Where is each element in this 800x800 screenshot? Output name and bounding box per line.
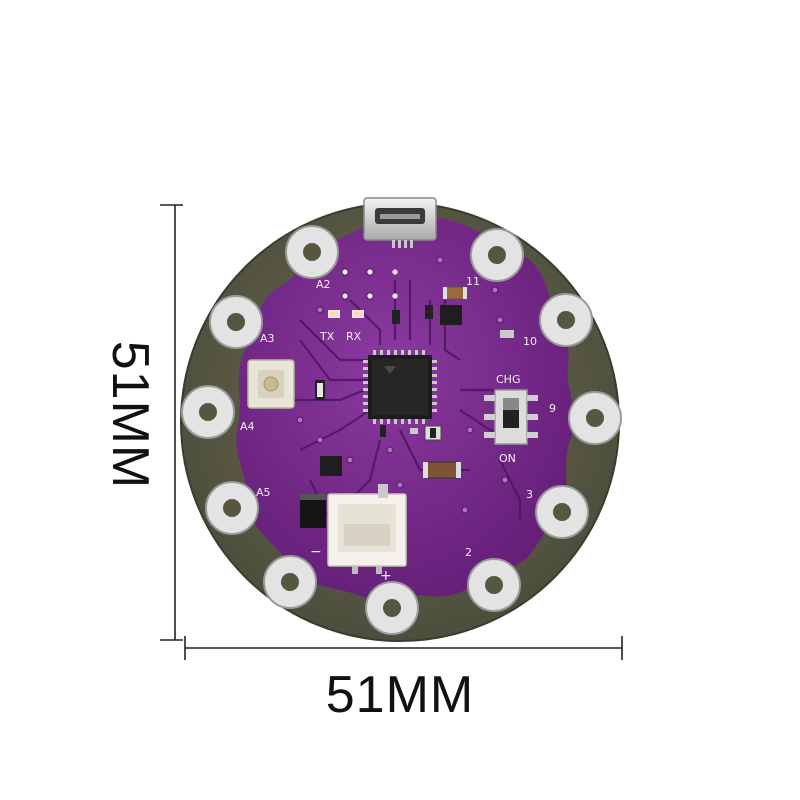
pad-9: [568, 391, 622, 445]
label-2: 2: [465, 546, 472, 559]
width-dimension-label: 51MM: [325, 666, 475, 724]
label-on: ON: [499, 452, 516, 465]
pad-a4: [181, 385, 235, 439]
sewable-pads: [181, 225, 622, 635]
label-a2: A2: [316, 278, 331, 291]
label-minus: −: [310, 544, 322, 560]
pad-a5: [205, 481, 259, 535]
silkscreen-labels: A2 A3 A4 A5 11 10 9 3 2 CHG ON TX RX − +: [240, 275, 556, 584]
label-a3: A3: [260, 332, 275, 345]
smd-components: [300, 286, 514, 528]
label-chg: CHG: [496, 373, 520, 386]
label-3: 3: [526, 488, 533, 501]
pad-a2-top: [285, 225, 339, 279]
microcontroller-chip: [363, 350, 437, 424]
label-9: 9: [549, 402, 556, 415]
label-tx: TX: [319, 330, 335, 343]
label-a4: A4: [240, 420, 255, 433]
power-switch: [484, 389, 538, 445]
pad-3: [535, 485, 589, 539]
reset-button: [247, 359, 295, 409]
label-10: 10: [523, 335, 537, 348]
label-11: 11: [466, 275, 480, 288]
micro-usb-connector: [363, 197, 437, 248]
label-a5: A5: [256, 486, 271, 499]
jst-battery-connector: [327, 484, 407, 574]
pad-11: [470, 228, 524, 282]
pad-minus: [263, 555, 317, 609]
label-rx: RX: [346, 330, 362, 343]
pad-plus: [365, 581, 419, 635]
label-plus: +: [380, 568, 392, 584]
header-holes: [342, 269, 398, 299]
dimension-lines: [160, 204, 623, 660]
pad-2: [467, 558, 521, 612]
pad-a3: [209, 295, 263, 349]
height-dimension-label: 51MM: [101, 340, 159, 490]
pad-10: [539, 293, 593, 347]
